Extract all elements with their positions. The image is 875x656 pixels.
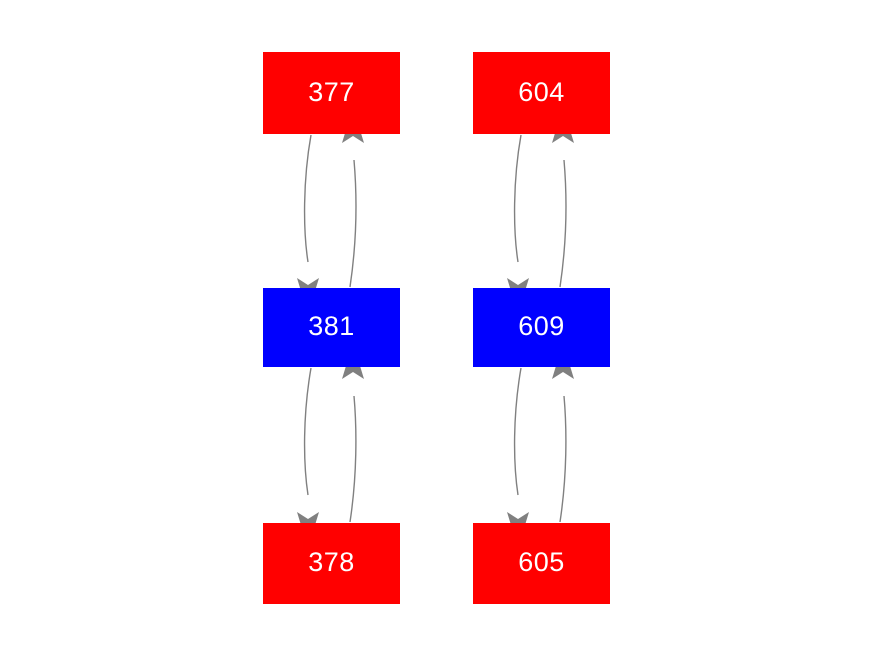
edge-curve bbox=[349, 159, 357, 288]
graph-node-381[interactable]: 381 bbox=[263, 288, 400, 367]
graph-node-609[interactable]: 609 bbox=[473, 288, 610, 367]
node-label: 604 bbox=[518, 76, 565, 107]
node-label: 378 bbox=[308, 547, 355, 577]
graph-node-605[interactable]: 605 bbox=[473, 523, 610, 604]
node-label: 609 bbox=[518, 311, 565, 341]
edge-curve bbox=[559, 395, 567, 523]
edge-curve bbox=[513, 134, 522, 263]
graph-node-377[interactable]: 377 bbox=[263, 52, 400, 134]
node-label: 377 bbox=[308, 76, 355, 107]
node-label: 605 bbox=[518, 547, 565, 577]
edge-curve bbox=[303, 134, 312, 263]
edge-curve bbox=[559, 159, 567, 288]
edge-curve bbox=[349, 395, 357, 523]
node-label: 381 bbox=[308, 311, 355, 341]
graph-node-604[interactable]: 604 bbox=[473, 52, 610, 134]
edge-curve bbox=[513, 367, 522, 496]
edge-curve bbox=[303, 367, 312, 496]
graph-node-378[interactable]: 378 bbox=[263, 523, 400, 604]
